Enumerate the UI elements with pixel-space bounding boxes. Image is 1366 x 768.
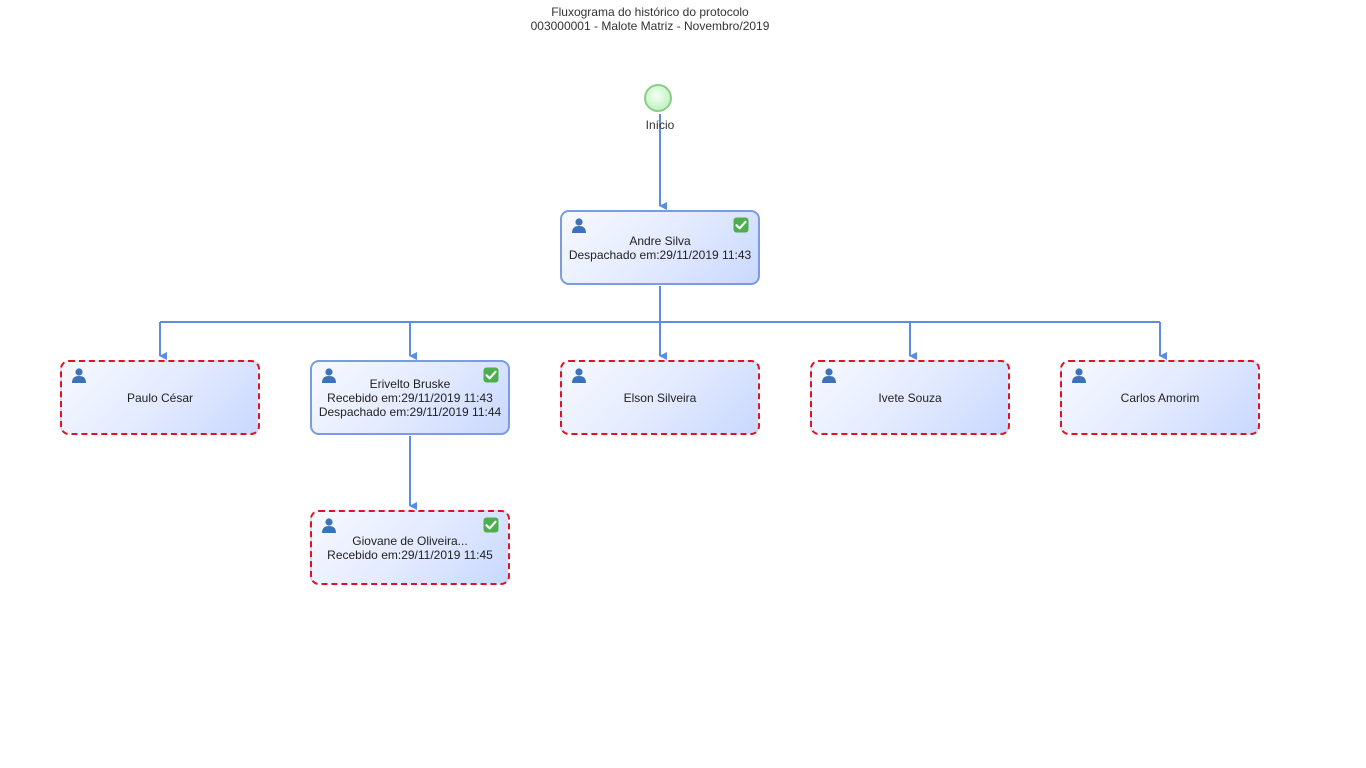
node-name: Andre Silva <box>629 233 691 248</box>
node-name: Erivelto Bruske <box>369 376 451 391</box>
node-name: Giovane de Oliveira... <box>352 533 468 548</box>
node-carlos-amorim[interactable]: Carlos Amorim <box>1060 360 1260 435</box>
user-icon <box>72 368 86 383</box>
diagram-title: Fluxograma do histórico do protocolo <box>551 5 749 19</box>
check-icon <box>483 367 499 383</box>
start-event[interactable] <box>644 84 672 112</box>
node-received: Recebido em:29/11/2019 11:43 <box>327 390 493 405</box>
node-name: Elson Silveira <box>623 390 697 405</box>
node-erivelto-bruske[interactable]: Erivelto Bruske Recebido em:29/11/2019 1… <box>310 360 510 435</box>
node-name: Paulo César <box>126 390 194 405</box>
node-giovane-de-oliveira[interactable]: Giovane de Oliveira... Recebido em:29/11… <box>310 510 510 585</box>
check-icon <box>483 517 499 533</box>
node-received: Recebido em:29/11/2019 11:45 <box>327 547 493 562</box>
node-elson-silveira[interactable]: Elson Silveira <box>560 360 760 435</box>
user-icon <box>1072 368 1086 383</box>
diagram-header: Fluxograma do histórico do protocolo 003… <box>0 5 1300 33</box>
node-andre-silva[interactable]: Andre Silva Despachado em:29/11/2019 11:… <box>560 210 760 285</box>
start-label: Início <box>645 118 675 132</box>
user-icon <box>322 518 336 533</box>
node-dispatched: Despachado em:29/11/2019 11:44 <box>318 404 502 419</box>
user-icon <box>822 368 836 383</box>
check-icon <box>733 217 749 233</box>
node-paulo-cesar[interactable]: Paulo César <box>60 360 260 435</box>
node-name: Ivete Souza <box>878 390 942 405</box>
user-icon <box>322 368 336 383</box>
user-icon <box>572 218 586 233</box>
node-name: Carlos Amorim <box>1120 390 1200 405</box>
user-icon <box>572 368 586 383</box>
node-ivete-souza[interactable]: Ivete Souza <box>810 360 1010 435</box>
diagram-subtitle: 003000001 - Malote Matriz - Novembro/201… <box>530 19 770 33</box>
node-dispatched: Despachado em:29/11/2019 11:43 <box>568 247 752 262</box>
